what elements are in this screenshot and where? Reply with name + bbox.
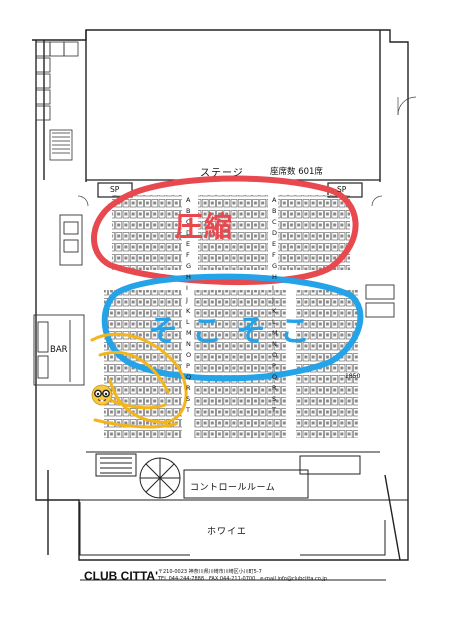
row-letter: F bbox=[186, 251, 190, 259]
row-letter: P bbox=[186, 362, 190, 370]
row-letter: A bbox=[186, 196, 191, 204]
row-letter: M bbox=[186, 329, 192, 337]
row-letter: E bbox=[186, 240, 191, 248]
row-letter: L bbox=[272, 318, 276, 326]
blue-loop-annotation bbox=[101, 273, 364, 382]
row-letter: K bbox=[186, 307, 191, 315]
door-arcs bbox=[77, 96, 417, 207]
left-side-rooms bbox=[33, 214, 395, 386]
lower-structures bbox=[79, 451, 408, 556]
row-letter: I bbox=[186, 284, 188, 292]
building-walls bbox=[32, 29, 409, 561]
row-letter: F bbox=[272, 251, 276, 259]
row-letter: Q bbox=[272, 373, 278, 381]
row-letter: Q bbox=[186, 373, 192, 381]
foyer-label: ホワイエ bbox=[207, 527, 247, 537]
row-letter: C bbox=[272, 218, 277, 226]
row-letter: J bbox=[272, 296, 274, 304]
contact-info: 〒210-0023 神奈川県川崎市川崎区小川町5-7 TEL 044-244-7… bbox=[158, 569, 327, 583]
seat-count-label: 座席数 601席 bbox=[270, 167, 323, 177]
row-letter: L bbox=[186, 318, 190, 326]
row-letter: O bbox=[186, 351, 192, 359]
row-letter: T bbox=[186, 406, 190, 414]
row-letter: M bbox=[272, 329, 278, 337]
row-letter: D bbox=[186, 229, 192, 237]
row-letter: H bbox=[272, 273, 277, 281]
row-letter: K bbox=[272, 307, 277, 315]
restroom-area bbox=[35, 41, 79, 161]
row-letter: P bbox=[272, 362, 276, 370]
bar-label: BAR bbox=[50, 345, 68, 355]
row-letter: I bbox=[272, 284, 274, 292]
contact-text: TEL 044-244-7888 FAX 044-211-0700 e-mail… bbox=[158, 576, 327, 582]
row-letter: B bbox=[272, 207, 277, 215]
row-letter: G bbox=[186, 262, 192, 270]
row-letter: H bbox=[186, 273, 191, 281]
row-letter: B bbox=[186, 207, 191, 215]
row-letter: R bbox=[272, 384, 277, 392]
row-letter: S bbox=[272, 395, 277, 403]
row-letter: S bbox=[186, 395, 191, 403]
row-letter: G bbox=[272, 262, 278, 270]
row-letter: C bbox=[186, 218, 191, 226]
row-letter: E bbox=[272, 240, 277, 248]
row-letter: O bbox=[272, 351, 278, 359]
speaker-left-label: SP bbox=[110, 185, 120, 194]
row-letter: N bbox=[272, 340, 277, 348]
row-letter: N bbox=[186, 340, 191, 348]
dimension-label: 1850 bbox=[345, 373, 361, 380]
address-text: 〒210-0023 神奈川県川崎市川崎区小川町5-7 bbox=[158, 569, 262, 575]
nerd-face-icon bbox=[91, 384, 113, 406]
control-room-label: コントロールルーム bbox=[190, 483, 276, 493]
row-letter: T bbox=[272, 406, 276, 414]
speaker-right-label: SP bbox=[337, 185, 347, 194]
yellow-scribble-annotation bbox=[90, 332, 188, 429]
row-letter: D bbox=[272, 229, 278, 237]
row-letter: A bbox=[272, 196, 277, 204]
brand-logo: CLUB CITTA' bbox=[84, 569, 158, 583]
row-letter: J bbox=[186, 296, 188, 304]
red-loop-annotation bbox=[91, 175, 359, 286]
stage-label: ステージ bbox=[200, 168, 244, 179]
row-letter: R bbox=[186, 384, 191, 392]
red-annotation-text: 圧縮 bbox=[175, 210, 234, 243]
blue-annotation-text: そこそこ bbox=[148, 314, 324, 349]
